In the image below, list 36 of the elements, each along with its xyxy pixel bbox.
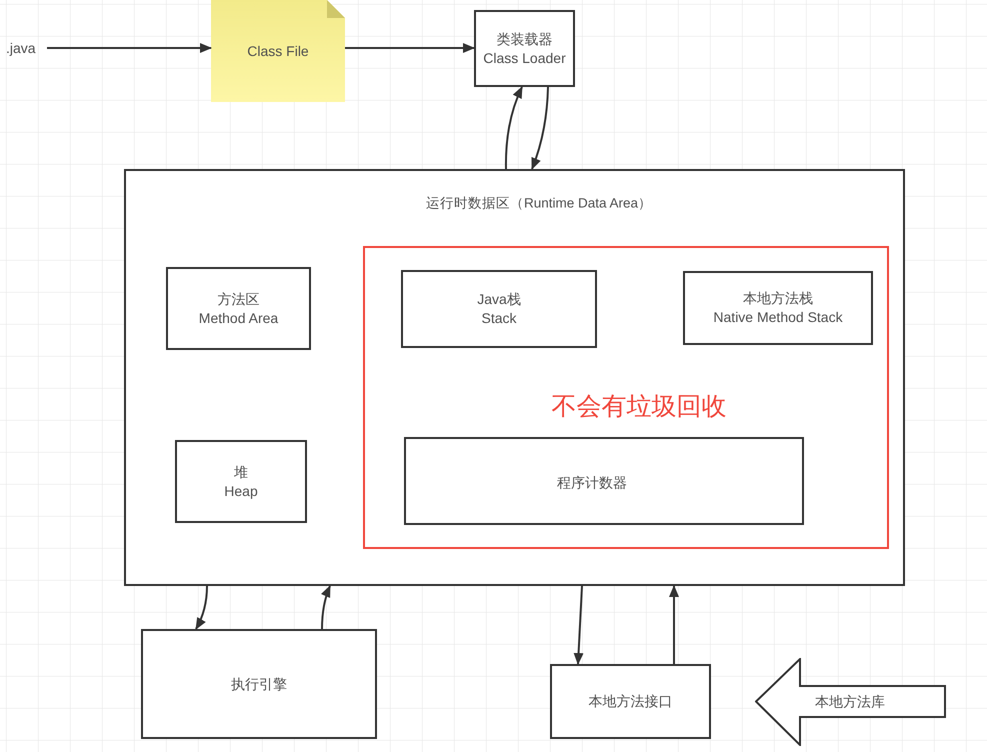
label-text: Class File — [247, 42, 309, 60]
label-text: 类装载器 — [496, 30, 552, 48]
arrow — [574, 586, 584, 665]
component-box — [166, 267, 311, 350]
label-text: Native Method Stack — [713, 308, 843, 327]
arrow — [345, 43, 475, 53]
label-text: Heap — [224, 482, 258, 500]
label-text: Java栈 — [477, 290, 521, 309]
arrow — [669, 585, 679, 664]
container-box — [124, 169, 905, 586]
arrow — [47, 43, 212, 53]
label-text: 本地方法库 — [815, 693, 885, 711]
arrow — [321, 585, 331, 630]
label-text: 方法区 — [218, 290, 260, 308]
label-text: Method Area — [198, 308, 278, 328]
highlight-box — [363, 246, 889, 549]
component-box — [474, 10, 575, 87]
label-text: 程序计数器 — [557, 474, 627, 492]
component-box — [175, 440, 307, 523]
component-box — [683, 271, 873, 345]
label-text: 执行引擎 — [231, 674, 287, 694]
label-text: 本地方法接口 — [588, 692, 672, 711]
title-text: 运行时数据区（Runtime Data Area） — [426, 196, 652, 212]
label-text: 堆 — [234, 462, 248, 482]
label-text: Stack — [481, 309, 516, 328]
component-box — [404, 437, 804, 525]
component-box — [550, 664, 711, 739]
arrow — [195, 586, 208, 630]
label-text: 本地方法栈 — [743, 289, 813, 308]
arrow — [531, 86, 549, 170]
arrow — [504, 86, 523, 169]
source-label: .java — [6, 38, 44, 58]
annotation-text: 不会有垃圾回收 — [552, 391, 726, 422]
component-box — [141, 629, 377, 739]
label-text: Class Loader — [483, 48, 566, 68]
component-box — [401, 270, 597, 348]
